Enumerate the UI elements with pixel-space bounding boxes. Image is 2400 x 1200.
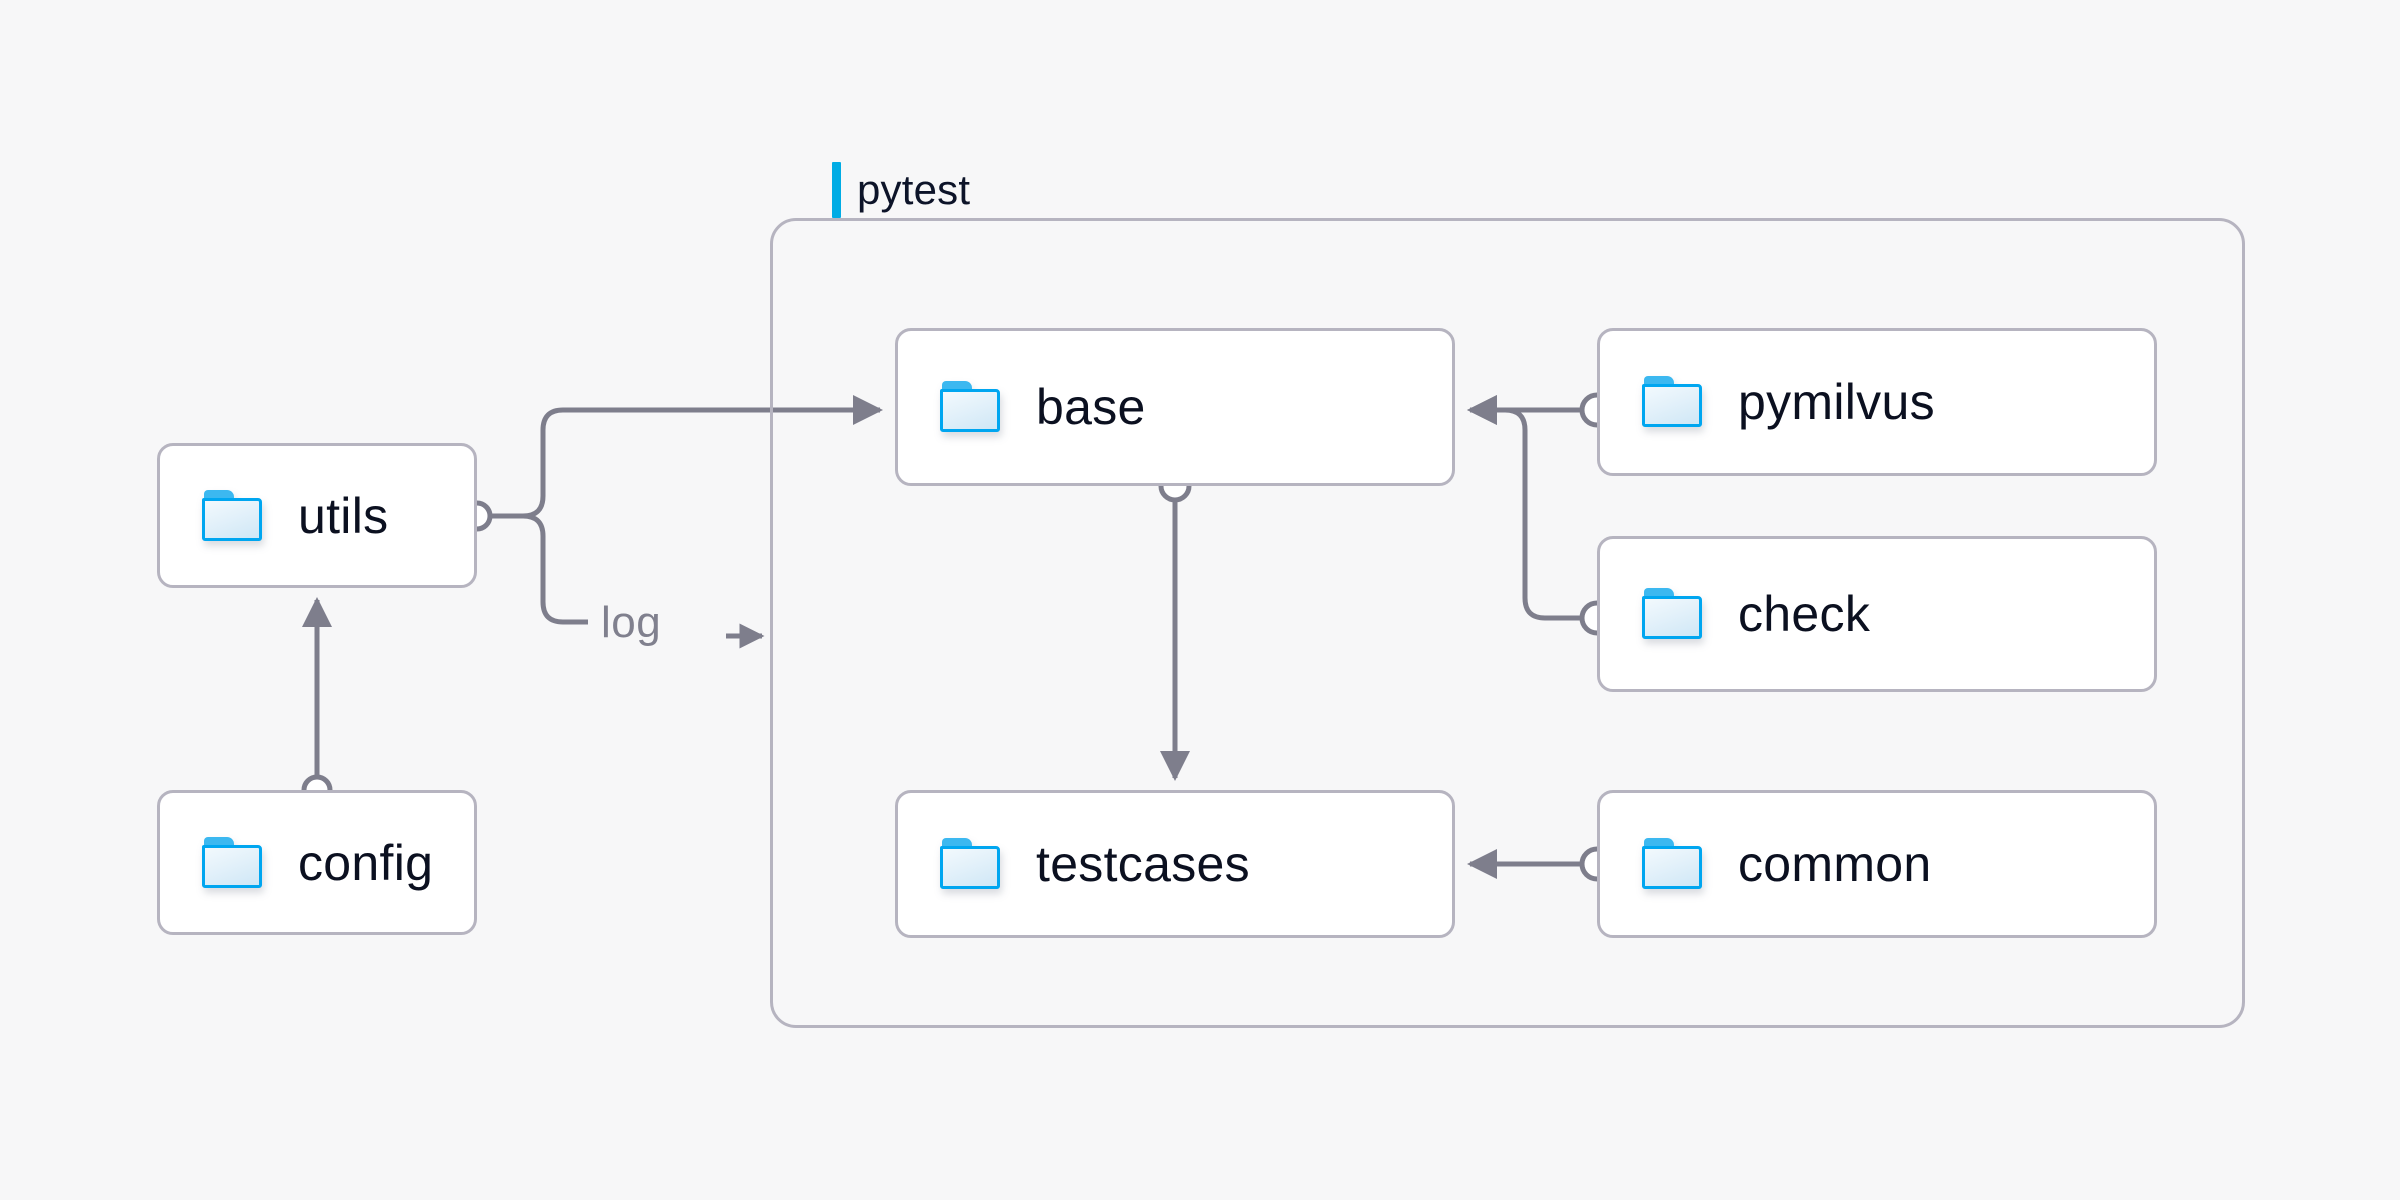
node-label-testcases: testcases: [1036, 836, 1250, 892]
pytest-group-container[interactable]: [770, 218, 2245, 1028]
folder-icon: [202, 836, 264, 889]
node-label-base: base: [1036, 379, 1146, 435]
node-check[interactable]: check: [1597, 536, 2157, 692]
folder-icon: [1642, 588, 1704, 640]
edge-utils-to-log: [490, 513, 588, 625]
node-base[interactable]: base: [895, 328, 1455, 486]
node-label-pymilvus: pymilvus: [1738, 374, 1935, 430]
edge-label-log: log: [601, 598, 662, 647]
folder-icon: [202, 489, 264, 542]
folder-icon: [1642, 838, 1704, 890]
node-config[interactable]: config: [157, 790, 477, 935]
folder-icon: [940, 381, 1002, 433]
node-testcases[interactable]: testcases: [895, 790, 1455, 938]
folder-icon: [1642, 376, 1704, 428]
node-pymilvus[interactable]: pymilvus: [1597, 328, 2157, 476]
group-accent-bar: [832, 162, 841, 218]
node-utils[interactable]: utils: [157, 443, 477, 588]
group-label-text: pytest: [857, 166, 971, 213]
folder-icon: [940, 838, 1002, 890]
node-label-common: common: [1738, 836, 1932, 892]
node-label-utils: utils: [298, 487, 389, 544]
pytest-group-label: pytest: [818, 162, 989, 218]
node-common[interactable]: common: [1597, 790, 2157, 938]
node-label-check: check: [1738, 586, 1871, 642]
node-label-config: config: [298, 834, 434, 891]
